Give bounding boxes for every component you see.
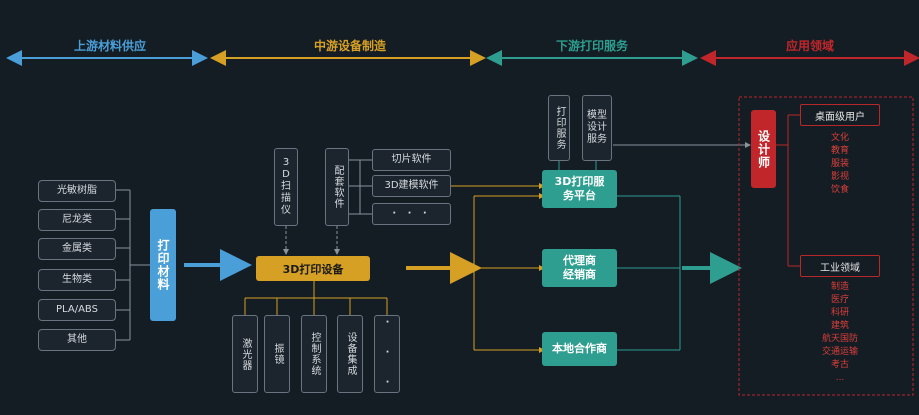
component-label: 振镜 — [272, 343, 283, 365]
industrial-field-list: 制造 医疗 科研 建筑 航天国防 交通运输 考古 ... — [800, 281, 880, 385]
industrial-item: 考古 — [830, 360, 849, 370]
material-item: 尼龙类 — [38, 209, 116, 231]
component-box: 激光器 — [232, 315, 258, 393]
printing-service-platform-box: 3D打印服务平台 — [542, 170, 617, 208]
component-label: 设备集成 — [345, 332, 356, 376]
industrial-item: 医疗 — [830, 295, 849, 305]
desktop-users-list: 文化 教育 服装 影视 饮食 — [800, 132, 880, 197]
industrial-item: 建筑 — [830, 321, 849, 331]
component-label: 激光器 — [240, 337, 251, 371]
section-title-downstream: 下游打印服务 — [555, 39, 628, 53]
component-box: · · · — [374, 315, 400, 393]
material-item: 其他 — [38, 329, 116, 351]
print-materials-label: 打印材料 — [156, 239, 170, 291]
slicing-software-box: 切片软件 — [372, 149, 451, 171]
3d-scanner-label: 3D扫描仪 — [281, 157, 291, 216]
supporting-software-box: 配套软件 — [325, 148, 349, 226]
designer-label: 设计师 — [756, 129, 771, 169]
components-tree — [244, 281, 388, 315]
model-design-service-label: 模型设计服务 — [587, 110, 607, 145]
section-title-application: 应用领域 — [785, 39, 834, 53]
agents-distributors-label: 代理商经销商 — [563, 254, 596, 281]
desktop-users-box: 桌面级用户 — [800, 104, 880, 126]
desktop-item: 文化 — [830, 133, 849, 143]
supporting-software-label: 配套软件 — [332, 165, 343, 209]
section-title-midstream: 中游设备制造 — [313, 39, 386, 53]
material-item: PLA/ABS — [38, 299, 116, 321]
desktop-item: 教育 — [830, 146, 849, 156]
desktop-item: 饮食 — [830, 185, 849, 195]
model-design-service-box: 模型设计服务 — [582, 95, 612, 161]
component-label: 控制系统 — [309, 332, 320, 376]
designer-box: 设计师 — [751, 110, 776, 188]
modeling-software-box: 3D建模软件 — [372, 175, 451, 197]
print-service-label: 打印服务 — [554, 106, 565, 150]
materials-bracket — [116, 189, 150, 341]
desktop-item: 服装 — [830, 159, 849, 169]
print-service-box: 打印服务 — [548, 95, 570, 161]
application-frame — [738, 96, 914, 396]
more-software-box: · · · — [372, 203, 451, 225]
industrial-item: 制造 — [830, 282, 849, 292]
desktop-item: 影视 — [830, 172, 849, 182]
3d-scanner-box: 3D扫描仪 — [274, 148, 298, 226]
component-box: 控制系统 — [301, 315, 327, 393]
industrial-field-box: 工业领域 — [800, 255, 880, 277]
industrial-item: 航天国防 — [821, 334, 858, 344]
industrial-item: 科研 — [830, 308, 849, 318]
industrial-item: 交通运输 — [821, 347, 858, 357]
3d-printing-equipment-box: 3D打印设备 — [256, 256, 370, 281]
printing-service-platform-label: 3D打印服务平台 — [554, 175, 605, 202]
agents-distributors-box: 代理商经销商 — [542, 249, 617, 287]
material-item: 光敏树脂 — [38, 180, 116, 202]
local-partners-box: 本地合作商 — [542, 332, 617, 366]
section-title-upstream: 上游材料供应 — [73, 39, 146, 53]
print-materials-box: 打印材料 — [150, 209, 176, 321]
industrial-item: ... — [835, 373, 845, 383]
component-label: · · · — [382, 316, 393, 392]
material-item: 生物类 — [38, 269, 116, 291]
material-item: 金属类 — [38, 238, 116, 260]
component-box: 设备集成 — [337, 315, 363, 393]
component-box: 振镜 — [264, 315, 290, 393]
